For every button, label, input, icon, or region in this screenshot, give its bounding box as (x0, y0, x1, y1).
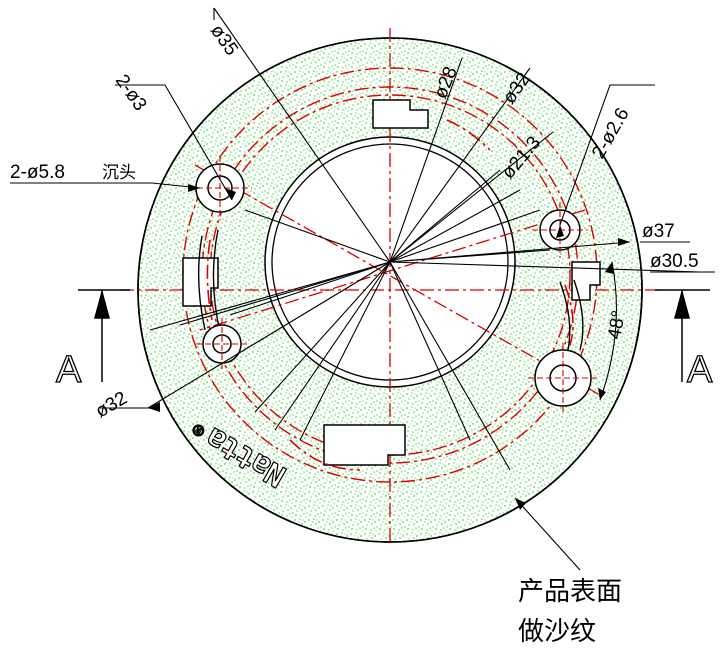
arrowheads (148, 184, 630, 510)
dim-d32-bottom: ø32 (92, 388, 131, 423)
dim-2-d5-8: 2-ø5.8 (10, 162, 65, 183)
dim-d37: ø37 (642, 221, 675, 242)
dim-2-d3: 2-ø3 (111, 71, 151, 115)
arc-slot-outlines (197, 229, 584, 351)
dim-d35: ø35 (206, 21, 242, 60)
note-line-2: 做沙纹 (518, 617, 596, 647)
section-label-left: A (56, 349, 82, 391)
dimension-lines (10, 7, 715, 571)
dim-2-d2-6: 2-ø2.6 (588, 104, 634, 162)
note-line-1: 产品表面 (518, 577, 622, 607)
dim-d30-5: ø30.5 (650, 251, 699, 272)
section-label-right: A (687, 349, 713, 391)
dim-countersink: 沉头 (102, 163, 136, 183)
arc-slots (206, 119, 574, 471)
keyed-slots (182, 99, 601, 466)
section-marker-right (655, 289, 710, 382)
dim-angle-48: 48° (604, 309, 630, 341)
section-marker-left (78, 289, 130, 382)
